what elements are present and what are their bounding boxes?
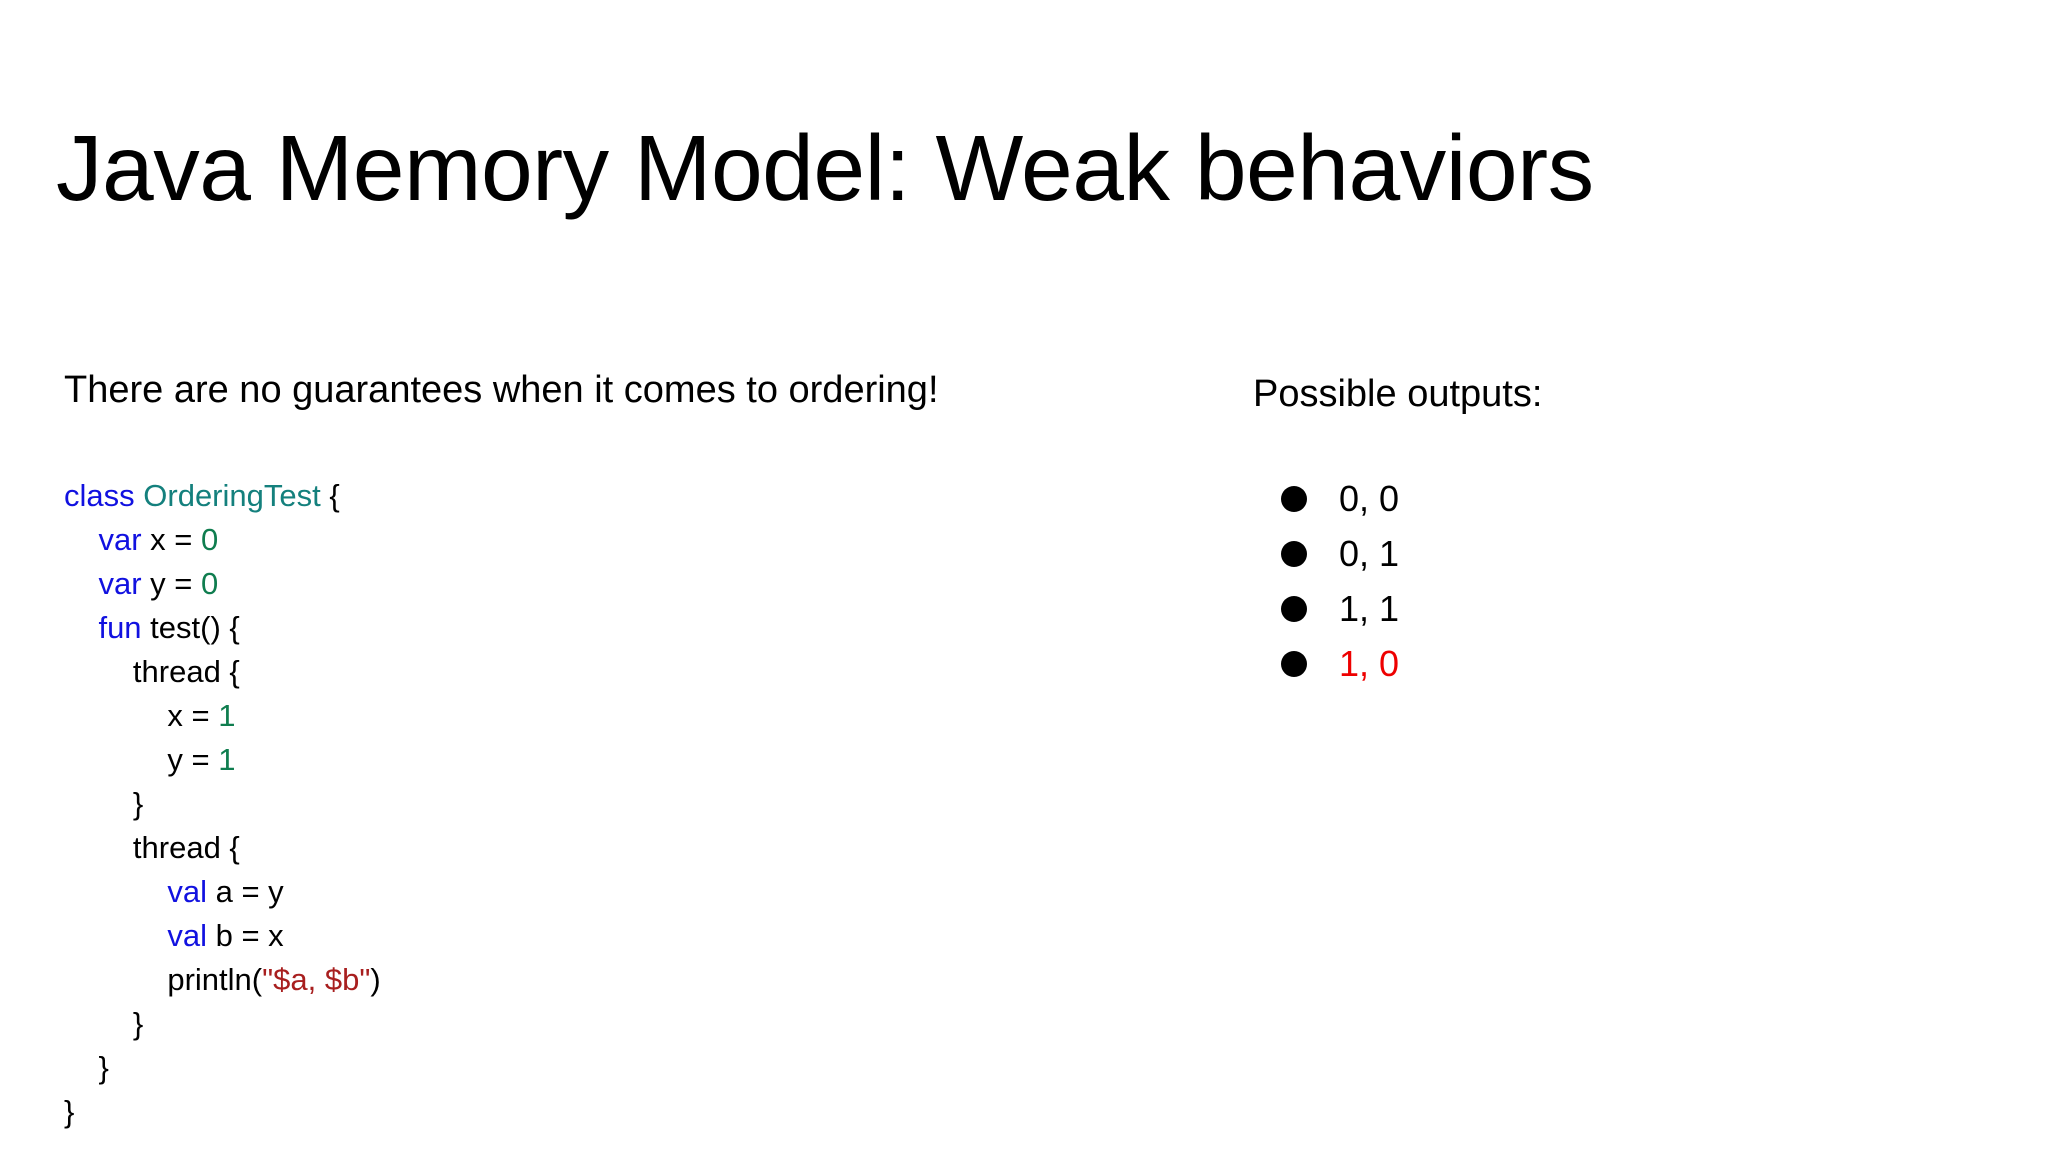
output-value: 1, 0 bbox=[1339, 643, 1400, 685]
code-token-number: 0 bbox=[200, 521, 219, 557]
code-line: } bbox=[64, 782, 1194, 826]
code-token-plain: } bbox=[64, 1093, 75, 1129]
code-token-plain: test() { bbox=[141, 609, 240, 645]
code-token-string: "$a, $b" bbox=[262, 961, 371, 997]
code-line: var x = 0 bbox=[64, 518, 1194, 562]
code-indent bbox=[64, 742, 167, 777]
code-indent bbox=[64, 1006, 133, 1041]
code-indent bbox=[64, 874, 167, 909]
code-indent bbox=[64, 1050, 98, 1085]
code-token-plain: { bbox=[320, 477, 340, 513]
code-token-plain: x = bbox=[141, 521, 201, 557]
code-indent bbox=[64, 786, 133, 821]
code-token-keyword: var bbox=[98, 521, 142, 557]
possible-outputs-list: 0, 0 0, 1 1, 1 1, 0 bbox=[1281, 472, 1973, 692]
list-item: 1, 0 bbox=[1281, 637, 1973, 692]
code-token-plain: y = bbox=[167, 741, 219, 777]
output-value: 0, 0 bbox=[1339, 478, 1400, 520]
code-token-keyword: val bbox=[167, 917, 207, 953]
code-token-keyword: fun bbox=[98, 609, 142, 645]
code-line: println("$a, $b") bbox=[64, 958, 1194, 1002]
filled-circle-bullet-icon bbox=[1281, 541, 1307, 568]
code-line: val a = y bbox=[64, 870, 1194, 914]
code-token-plain bbox=[135, 478, 144, 513]
list-item: 0, 0 bbox=[1281, 472, 1973, 527]
code-line: class OrderingTest { bbox=[64, 474, 1194, 518]
code-token-plain: x = bbox=[167, 697, 219, 733]
code-indent bbox=[64, 610, 98, 645]
code-sample: class OrderingTest { var x = 0 var y = 0… bbox=[64, 474, 1194, 1134]
code-line: thread { bbox=[64, 826, 1194, 870]
filled-circle-bullet-icon bbox=[1281, 651, 1307, 678]
code-line: } bbox=[64, 1046, 1194, 1090]
code-line: y = 1 bbox=[64, 738, 1194, 782]
code-token-number: 1 bbox=[218, 741, 236, 777]
code-line: x = 1 bbox=[64, 694, 1194, 738]
code-token-number: 0 bbox=[200, 565, 219, 601]
left-column: There are no guarantees when it comes to… bbox=[64, 330, 1194, 1134]
output-value: 0, 1 bbox=[1339, 533, 1400, 575]
lead-text: There are no guarantees when it comes to… bbox=[64, 369, 939, 411]
code-token-plain: y = bbox=[141, 565, 201, 601]
list-item: 0, 1 bbox=[1281, 527, 1973, 582]
code-line: } bbox=[64, 1002, 1194, 1046]
code-line: var y = 0 bbox=[64, 562, 1194, 606]
code-token-keyword: class bbox=[64, 477, 135, 513]
code-token-plain: b = x bbox=[207, 917, 284, 953]
code-token-plain: thread { bbox=[132, 829, 240, 865]
code-line: } bbox=[64, 1090, 1194, 1134]
list-item: 1, 1 bbox=[1281, 582, 1973, 637]
code-token-plain: thread { bbox=[132, 653, 240, 689]
code-token-keyword: var bbox=[98, 565, 142, 601]
code-indent bbox=[64, 962, 167, 997]
filled-circle-bullet-icon bbox=[1281, 486, 1307, 513]
code-token-plain: } bbox=[132, 785, 144, 821]
possible-outputs-heading: Possible outputs: bbox=[1253, 373, 1543, 415]
filled-circle-bullet-icon bbox=[1281, 596, 1307, 623]
code-token-plain: ) bbox=[370, 961, 381, 997]
page-title: Java Memory Model: Weak behaviors bbox=[56, 116, 1594, 221]
output-value: 1, 1 bbox=[1339, 588, 1400, 630]
code-indent bbox=[64, 918, 167, 953]
code-line: thread { bbox=[64, 650, 1194, 694]
code-line: fun test() { bbox=[64, 606, 1194, 650]
code-token-keyword: val bbox=[167, 873, 207, 909]
code-token-number: 1 bbox=[218, 697, 236, 733]
code-token-plain: } bbox=[132, 1005, 144, 1041]
code-indent bbox=[64, 830, 133, 865]
code-token-type: OrderingTest bbox=[143, 477, 321, 513]
code-indent bbox=[64, 654, 133, 689]
code-token-plain: println( bbox=[167, 961, 263, 997]
code-indent bbox=[64, 698, 167, 733]
right-column: Possible outputs: 0, 0 0, 1 1, 1 1, 0 bbox=[1253, 334, 1973, 692]
code-line: val b = x bbox=[64, 914, 1194, 958]
code-indent bbox=[64, 566, 98, 601]
code-token-plain: a = y bbox=[207, 873, 284, 909]
code-indent bbox=[64, 522, 98, 557]
code-token-plain: } bbox=[98, 1049, 109, 1085]
